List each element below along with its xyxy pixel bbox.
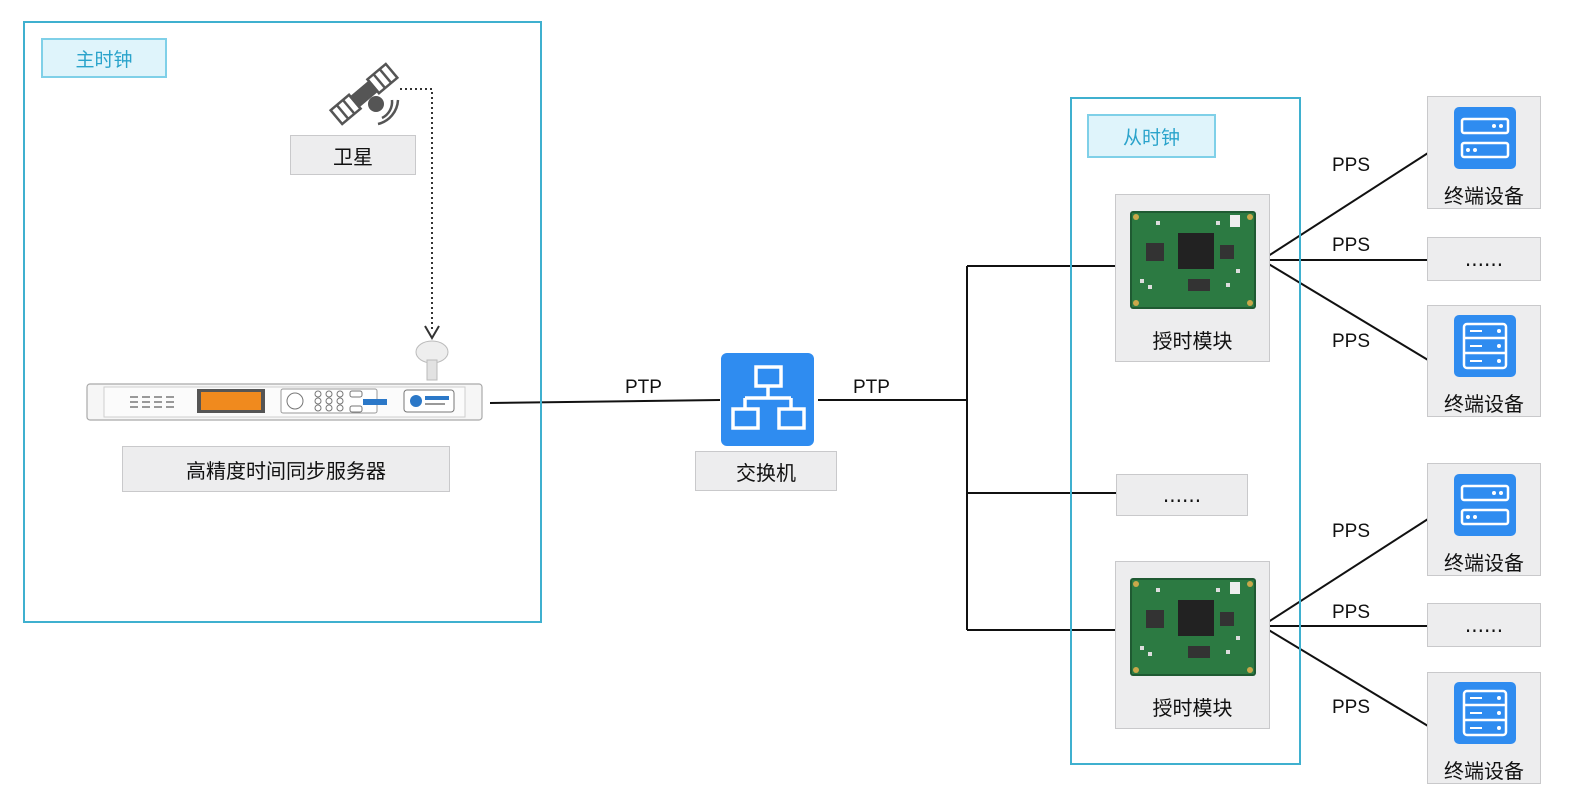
- rack-icon: [1454, 682, 1516, 744]
- circuit-board-icon: [1130, 578, 1256, 676]
- circuit-board-icon: [1130, 211, 1256, 309]
- terminal-device-3-label: 终端设备: [1444, 551, 1524, 575]
- terminal-device-1: 终端设备: [1427, 96, 1541, 209]
- pps-label-4: PPS: [1332, 521, 1371, 542]
- master-clock-group: [23, 21, 542, 623]
- pps-label-5: PPS: [1332, 602, 1371, 623]
- timing-module-1-label: 授时模块: [1152, 329, 1233, 353]
- terminal-device-3: 终端设备: [1427, 463, 1541, 576]
- server-icon: [1454, 107, 1516, 169]
- satellite-link-arrow: [424, 325, 440, 340]
- terminal-ellipsis-1: ......: [1427, 237, 1541, 281]
- ptp-label-left: PTP: [625, 377, 662, 398]
- pps-line-3: [1261, 259, 1429, 361]
- satellite-link-line: [400, 88, 433, 330]
- timing-module-1: 授时模块: [1115, 194, 1270, 362]
- satellite-label: 卫星: [290, 135, 416, 175]
- pps-line-1: [1261, 152, 1429, 261]
- slave-clock-group: [1070, 97, 1301, 765]
- timing-module-2: 授时模块: [1115, 561, 1270, 729]
- terminal-ellipsis-2: ......: [1427, 603, 1541, 647]
- terminal-device-4-label: 终端设备: [1444, 759, 1524, 783]
- switch-label: 交换机: [695, 451, 837, 491]
- rack-icon: [1454, 315, 1516, 377]
- pps-label-1: PPS: [1332, 155, 1371, 176]
- pps-label-2: PPS: [1332, 235, 1371, 256]
- server-icon: [1454, 474, 1516, 536]
- pps-label-3: PPS: [1332, 331, 1371, 352]
- terminal-device-4: 终端设备: [1427, 672, 1541, 784]
- terminal-device-1-label: 终端设备: [1444, 184, 1524, 208]
- pps-label-6: PPS: [1332, 697, 1371, 718]
- terminal-device-2: 终端设备: [1427, 305, 1541, 417]
- slave-clock-title: 从时钟: [1087, 114, 1216, 158]
- server-label: 高精度时间同步服务器: [122, 446, 450, 492]
- pps-line-4: [1261, 518, 1429, 627]
- ptp-label-right: PTP: [853, 377, 890, 398]
- pps-line-6: [1261, 625, 1429, 727]
- timing-module-2-label: 授时模块: [1152, 696, 1233, 720]
- master-clock-title: 主时钟: [41, 38, 167, 78]
- server-switch-line: [489, 399, 721, 404]
- slave-ellipsis: ......: [1116, 474, 1248, 516]
- terminal-device-2-label: 终端设备: [1444, 392, 1524, 416]
